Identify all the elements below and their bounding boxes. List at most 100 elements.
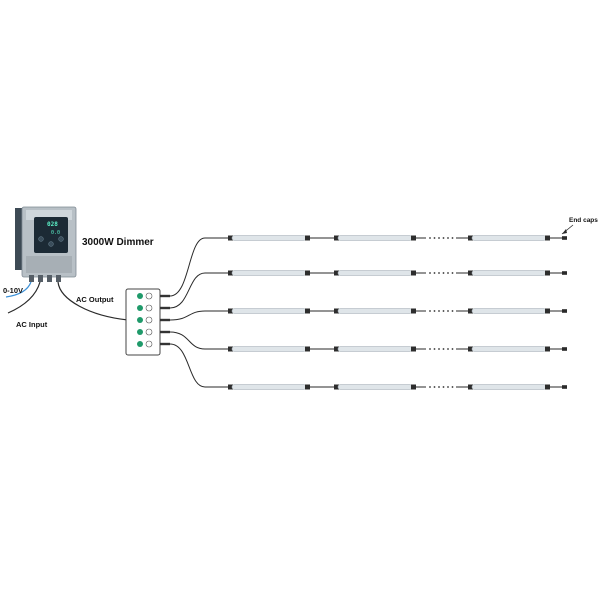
cable-gland — [38, 275, 43, 282]
outlet-plug — [160, 306, 170, 310]
end-caps-label: End caps — [569, 217, 598, 224]
fixture-connector — [545, 384, 550, 390]
continuation-dot — [451, 237, 454, 239]
fixture-connector — [334, 346, 339, 352]
led-tube-fixture — [471, 384, 547, 390]
continuation-dot — [442, 237, 445, 239]
dimmer-button-left — [38, 236, 44, 242]
dimmer-title: 3000W Dimmer — [82, 237, 154, 248]
feeder-cable — [169, 331, 206, 350]
continuation-dot — [442, 348, 445, 350]
ac-input-cable — [7, 281, 41, 314]
outlet-socket-icon — [145, 328, 153, 336]
continuation-dot — [447, 386, 449, 388]
fixture-string-row — [205, 346, 567, 352]
cable-gland — [47, 275, 52, 282]
outlet-socket-icon — [145, 304, 153, 312]
fixture-connector — [305, 235, 310, 241]
zero-ten-volt-label: 0-10V — [3, 286, 24, 295]
fixture-connector — [228, 270, 233, 276]
fixture-connector — [305, 384, 310, 390]
ac-output-label: AC Output — [76, 295, 114, 304]
led-tube-fixture — [231, 384, 307, 390]
fixture-connector — [468, 270, 473, 276]
fixture-connector — [228, 384, 233, 390]
end-caps-arrowhead — [562, 229, 567, 234]
outlet-socket-icon — [145, 292, 153, 300]
fixture-string-row — [205, 308, 567, 314]
led-tube-fixture — [231, 235, 307, 241]
end-cap — [562, 271, 567, 275]
end-cap — [562, 309, 567, 313]
ac-output-cable — [57, 281, 129, 321]
display-bottom-reading: 0.0 — [51, 230, 61, 236]
outlet-indicator — [137, 305, 143, 311]
fixture-string-row — [205, 235, 567, 241]
continuation-dot — [429, 386, 431, 388]
continuation-dot — [429, 237, 431, 239]
continuation-dot — [438, 386, 440, 388]
fixture-connector — [228, 308, 233, 314]
continuation-dot — [447, 348, 449, 350]
fixture-connector — [468, 235, 473, 241]
led-tube-fixture — [231, 308, 307, 314]
fixture-connector — [545, 346, 550, 352]
continuation-dot — [433, 348, 436, 350]
fixture-connector — [305, 308, 310, 314]
fixture-connector — [545, 235, 550, 241]
display-top-reading: 028 — [47, 221, 58, 228]
fixture-string-row — [205, 270, 567, 276]
continuation-dot — [451, 348, 454, 350]
led-tube-fixture — [231, 346, 307, 352]
continuation-dot — [442, 386, 445, 388]
fixture-connector — [468, 308, 473, 314]
fixture-connector — [411, 308, 416, 314]
dimmer-lower-panel — [26, 256, 72, 273]
outlet-plug — [160, 342, 170, 346]
fixture-connector — [468, 384, 473, 390]
continuation-dot — [451, 386, 454, 388]
fixture-connector — [334, 270, 339, 276]
continuation-dot — [438, 310, 440, 312]
outlet-group — [137, 292, 170, 348]
outlet-indicator — [137, 317, 143, 323]
fixture-connector — [334, 384, 339, 390]
cable-gland — [29, 275, 34, 282]
fixture-connector — [411, 270, 416, 276]
led-tube-fixture — [337, 235, 413, 241]
continuation-dot — [433, 272, 436, 274]
fixture-connector — [305, 346, 310, 352]
fixture-connector — [411, 384, 416, 390]
continuation-dot — [438, 348, 440, 350]
feeder-cable — [169, 237, 206, 297]
outlet-plug — [160, 330, 170, 334]
continuation-dot — [433, 310, 436, 312]
fixture-connector — [411, 346, 416, 352]
led-tube-fixture — [337, 346, 413, 352]
outlet-plug — [160, 294, 170, 298]
fixture-connector — [545, 270, 550, 276]
continuation-dot — [447, 310, 449, 312]
distribution-box-body — [125, 288, 161, 356]
distribution-box — [125, 288, 170, 356]
fixture-connector — [411, 235, 416, 241]
end-cap — [562, 347, 567, 351]
control-0-10v-cable — [5, 281, 32, 298]
fixture-connector — [228, 346, 233, 352]
fixture-connector — [545, 308, 550, 314]
fixture-string-row — [205, 384, 567, 390]
dimmer-display-panel — [34, 217, 68, 253]
ac-input-label: AC Input — [16, 320, 48, 329]
continuation-dot — [429, 348, 431, 350]
fixture-connector — [334, 235, 339, 241]
continuation-dot — [442, 272, 445, 274]
dimmer-button-center — [48, 241, 54, 247]
continuation-dot — [433, 237, 436, 239]
led-tube-fixture — [337, 270, 413, 276]
dimmer-button-right — [58, 236, 64, 242]
continuation-dot — [433, 386, 436, 388]
outlet-socket-icon — [145, 340, 153, 348]
continuation-dot — [429, 310, 431, 312]
